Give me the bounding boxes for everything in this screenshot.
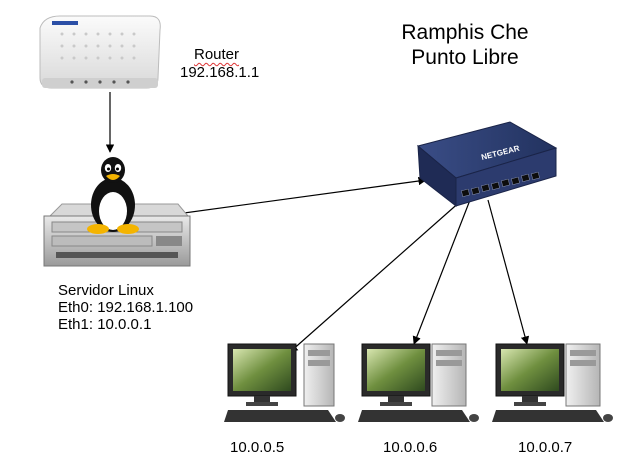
diagram-title: Ramphis Che Punto Libre	[365, 20, 565, 70]
switch-icon: NETGEAR	[416, 121, 558, 208]
server-name: Servidor Linux	[58, 282, 154, 299]
router-name: Router	[194, 46, 240, 63]
server-eth1: Eth1: 10.0.0.1	[58, 316, 152, 333]
router-label: Router 192.168.1.1	[180, 46, 259, 82]
server-to-switch-link	[161, 176, 427, 217]
title-line-2: Punto Libre	[411, 46, 519, 69]
switch-to-client-3-link	[487, 199, 530, 345]
workstation-icon-3	[492, 343, 613, 422]
workstation-icon-1	[224, 343, 345, 422]
tux-penguin-icon	[87, 157, 139, 234]
title-line-1: Ramphis Che	[401, 21, 529, 44]
switch-to-client-2-link	[412, 199, 471, 345]
switch-to-client-1-link	[289, 199, 463, 353]
server-label: Servidor Linux Eth0: 192.168.1.100 Eth1:…	[58, 282, 193, 333]
client-ip-1: 10.0.0.5	[230, 439, 285, 456]
workstation-icon-2	[358, 343, 479, 422]
router-ip: 192.168.1.1	[180, 64, 260, 81]
router-icon	[39, 15, 161, 89]
client-ip-3: 10.0.0.7	[518, 439, 573, 456]
server-eth0: Eth0: 192.168.1.100	[58, 299, 194, 316]
client-ip-2: 10.0.0.6	[383, 439, 438, 456]
